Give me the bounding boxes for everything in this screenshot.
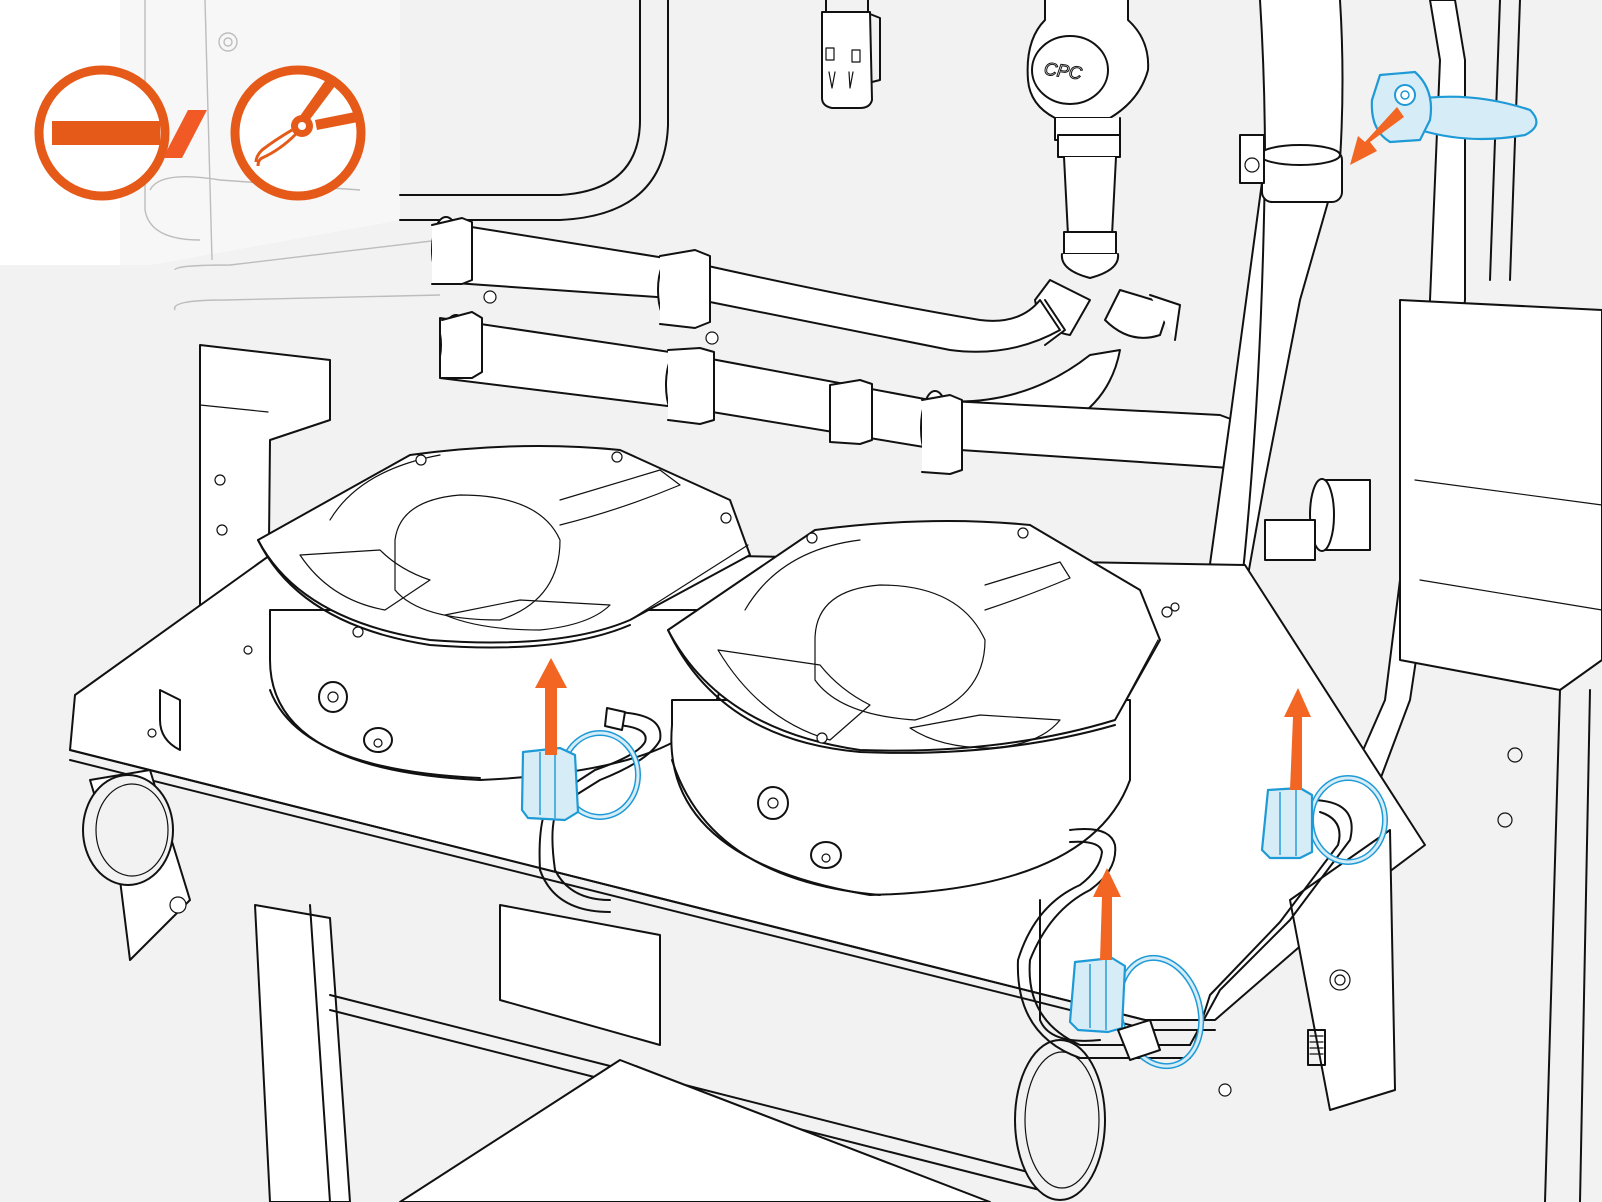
tool-separator-icon	[163, 110, 207, 158]
electrical-connector	[821, 0, 881, 109]
arrow-up-bottom-clip	[1093, 868, 1121, 960]
hose-clip-left-fan	[520, 730, 641, 822]
hose-clip-bottom-center	[1068, 954, 1205, 1070]
flat-screwdriver-icon	[34, 65, 170, 201]
arrow-up-right-clip	[1284, 688, 1311, 790]
sensing-tubes	[538, 707, 1353, 1059]
direction-arrows	[535, 107, 1404, 960]
right-fan	[667, 520, 1173, 896]
arrow-up-left-clip	[535, 658, 567, 755]
arrow-down-left	[1350, 107, 1404, 165]
left-fan	[257, 445, 751, 781]
under-tray-frame	[82, 769, 1396, 1202]
hose-clip-right-post	[1260, 775, 1388, 865]
upper-frame-faint	[144, 0, 361, 261]
upper-hoses	[173, 216, 1261, 475]
needle-nose-pliers-icon	[230, 65, 366, 201]
pressure-sensor-assembly: CPC	[1026, 0, 1150, 279]
cable-loop	[399, 0, 669, 221]
right-cabinet-panel	[1399, 299, 1602, 1202]
tool-badges	[34, 65, 366, 201]
